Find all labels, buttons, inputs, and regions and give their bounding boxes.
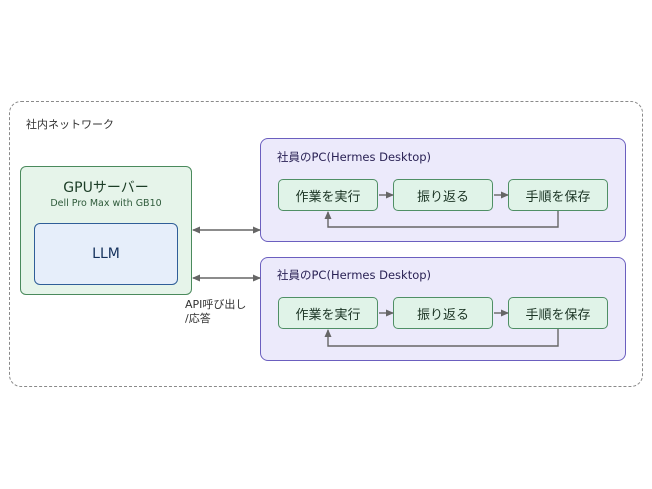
- pc-1-feedback-loop: [324, 211, 559, 228]
- employee-pc-2-title: 社員のPC(Hermes Desktop): [277, 268, 432, 282]
- api-label: API呼び出し /応答: [185, 298, 246, 326]
- internal-network-boundary: [9, 101, 643, 387]
- network-label: 社内ネットワーク: [26, 118, 114, 131]
- pc-1-step-reflect: 振り返る: [393, 179, 493, 211]
- pc-2-step-execute: 作業を実行: [278, 297, 378, 329]
- llm-box: LLM: [34, 223, 178, 285]
- pc-2-feedback-loop: [324, 329, 559, 347]
- gpu-server-title: GPUサーバー: [63, 180, 149, 196]
- gpu-server-subtitle: Dell Pro Max with GB10: [50, 198, 162, 209]
- llm-label: LLM: [92, 246, 120, 262]
- employee-pc-1-title: 社員のPC(Hermes Desktop): [277, 150, 432, 164]
- api-label-line1: API呼び出し: [185, 298, 247, 311]
- pc-2-step-save-procedure: 手順を保存: [508, 297, 608, 329]
- api-label-line2: /応答: [185, 312, 211, 325]
- pc-2-step-reflect: 振り返る: [393, 297, 493, 329]
- pc-1-step-execute: 作業を実行: [278, 179, 378, 211]
